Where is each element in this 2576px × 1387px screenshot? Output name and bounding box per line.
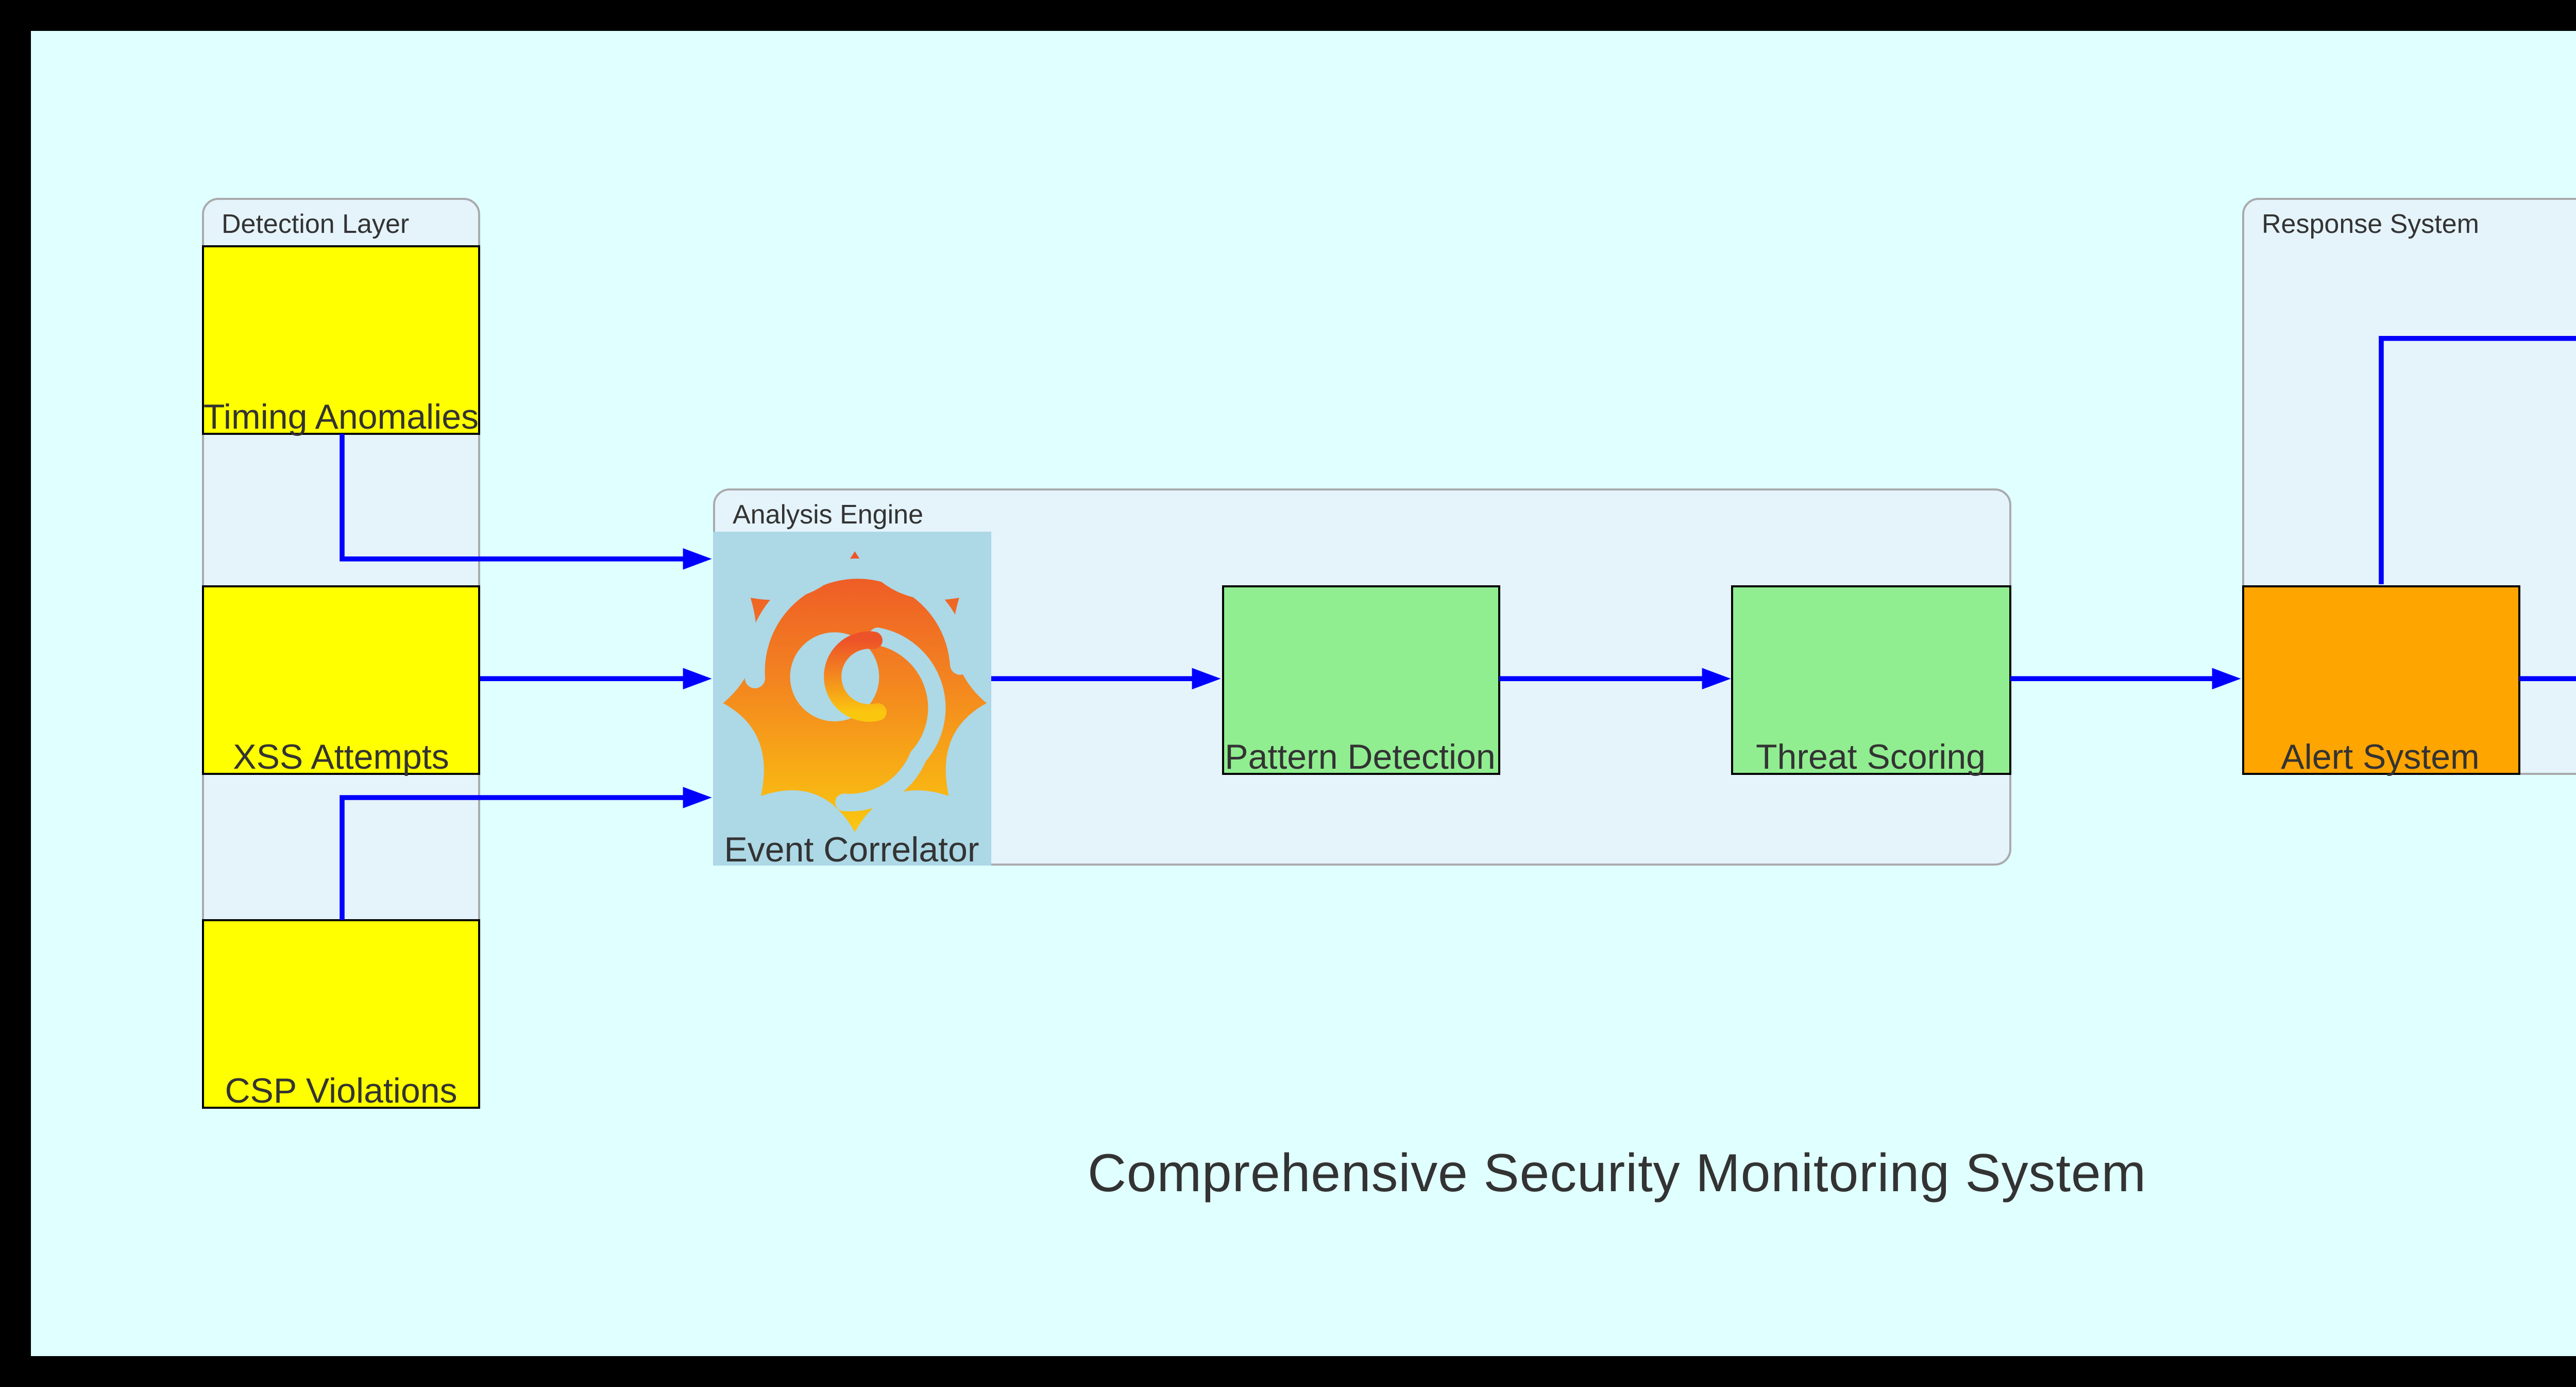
node-label-alert-system: Alert System — [2281, 737, 2480, 776]
node-label-threat-scoring: Threat Scoring — [1756, 737, 1986, 776]
cluster-label-analysis: Analysis Engine — [733, 499, 923, 530]
node-timing-anomalies: Timing Anomalies — [202, 245, 480, 434]
cluster-label-detection: Detection Layer — [222, 208, 410, 239]
node-label-event-correlator: Event Correlator — [724, 831, 979, 870]
grafana-spiral-logo-icon — [722, 551, 986, 832]
node-threat-scoring: Threat Scoring — [1731, 584, 2010, 774]
cluster-label-response: Response System — [2262, 208, 2479, 239]
node-label-timing-anomalies: Timing Anomalies — [203, 397, 479, 436]
node-pattern-detection: Pattern Detection — [1221, 584, 1499, 774]
node-label-xss-attempts: XSS Attempts — [233, 737, 449, 776]
node-label-csp-violations: CSP Violations — [225, 1072, 457, 1112]
node-csp-violations: CSP Violations — [202, 920, 480, 1112]
node-event-correlator: Event Correlator — [712, 532, 991, 870]
node-alert-system: Alert System — [2241, 584, 2519, 774]
node-label-pattern-detection: Pattern Detection — [1225, 737, 1496, 776]
diagram-title: Comprehensive Security Monitoring System — [1087, 1142, 2146, 1204]
node-xss-attempts: XSS Attempts — [202, 584, 480, 774]
